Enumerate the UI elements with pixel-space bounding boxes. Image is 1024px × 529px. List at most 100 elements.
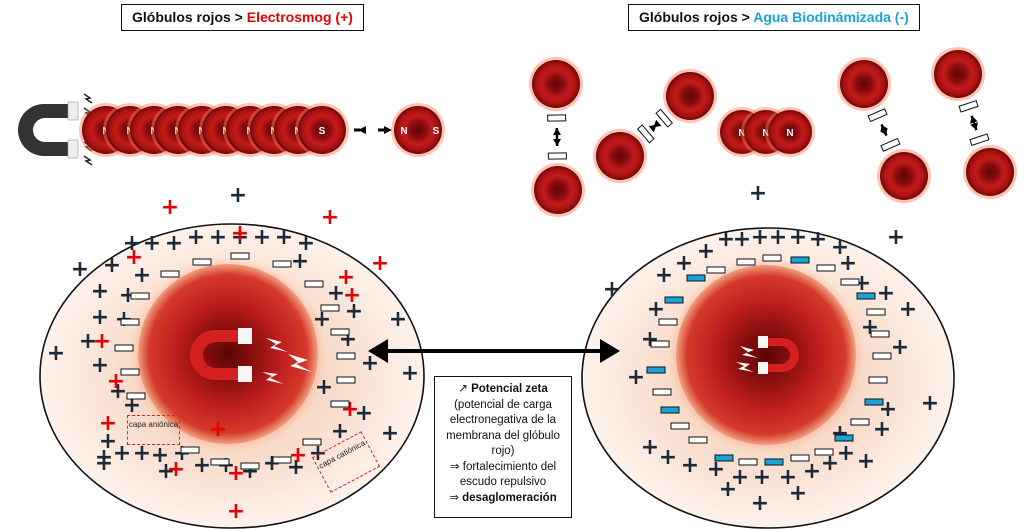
charge-plus: +	[93, 329, 111, 354]
charge-plus: +	[275, 225, 293, 250]
charge-plus: +	[297, 231, 315, 256]
charge-plus: +	[891, 335, 909, 360]
charge-negative	[660, 406, 680, 414]
rbc-lone	[394, 106, 442, 154]
double-arrow-icon	[368, 339, 620, 363]
charge-plus: +	[99, 411, 117, 436]
rbc-dispersed	[596, 132, 644, 180]
charge-negative	[240, 462, 260, 470]
charge-plus: +	[91, 305, 109, 330]
charge-negative	[868, 376, 888, 384]
rbc-dispersed	[880, 152, 928, 200]
magnet-pole	[67, 101, 79, 121]
charge-plus: +	[733, 227, 751, 252]
charge-plus: +	[751, 225, 769, 250]
charge-plus: +	[345, 299, 363, 324]
charge-plus: +	[151, 443, 169, 468]
rbc-chain-pole: N	[198, 126, 205, 137]
charge-negative	[120, 368, 140, 376]
rbc-chain-pole: N	[174, 126, 181, 137]
repulse-arrowhead	[648, 124, 657, 133]
charge-negative	[856, 292, 876, 300]
charge-plus: +	[853, 271, 871, 296]
lightning-icon	[736, 346, 758, 372]
charge-plus: +	[831, 235, 849, 260]
magnet-icon	[758, 336, 799, 374]
charge-negative	[160, 270, 180, 278]
charge-plus: +	[361, 351, 379, 376]
charge-plus: +	[103, 253, 121, 278]
charge-plus: +	[803, 459, 821, 484]
charge-negative	[272, 456, 292, 464]
charge-plus: +	[231, 221, 249, 246]
charge-negative	[866, 308, 886, 316]
rbc-cluster	[768, 110, 812, 154]
charge-negative	[864, 398, 884, 406]
charge-plus: +	[681, 453, 699, 478]
charge-negative	[867, 108, 888, 123]
title-left-prefix: Glóbulos rojos >	[132, 9, 247, 25]
rbc-pole-south: S	[433, 126, 440, 137]
charge-negative	[840, 278, 860, 286]
charge-negative	[320, 304, 340, 312]
charge-plus: +	[309, 441, 327, 466]
charge-negative	[670, 422, 690, 430]
rbc-dispersed	[666, 72, 714, 120]
charge-plus: +	[91, 279, 109, 304]
charge-negative	[547, 114, 567, 122]
charge-negative	[547, 152, 567, 160]
charge-negative	[764, 458, 784, 466]
charge-plus: +	[789, 481, 807, 506]
rbc-dispersed	[534, 166, 582, 214]
charge-plus: +	[229, 183, 247, 208]
charge-plus: +	[91, 353, 109, 378]
charge-negative	[714, 454, 734, 462]
charge-negative	[872, 352, 892, 360]
charge-negative	[969, 133, 990, 146]
charge-negative	[302, 438, 322, 446]
charge-negative	[650, 340, 670, 348]
charge-negative	[114, 344, 134, 352]
charge-negative	[130, 292, 150, 300]
rbc-cluster-pole: N	[786, 128, 793, 139]
charge-plus: +	[779, 465, 797, 490]
charge-plus: +	[79, 329, 97, 354]
charge-plus: +	[157, 459, 175, 484]
charge-plus: +	[371, 251, 389, 276]
label-anionic-layer: capa aniónica	[127, 415, 180, 445]
charge-negative	[958, 100, 979, 113]
charge-plus: +	[99, 429, 117, 454]
rbc-chain	[298, 106, 346, 154]
charge-negative	[736, 258, 756, 266]
magnet-icon	[18, 104, 70, 156]
big-cell-right	[676, 265, 856, 445]
charge-plus: +	[659, 445, 677, 470]
charge-plus: +	[389, 307, 407, 332]
charge-plus: +	[647, 297, 665, 322]
charge-negative	[870, 330, 890, 338]
rbc-chain-pole: N	[126, 126, 133, 137]
rbc-chain-pole: S	[319, 126, 326, 137]
charge-negative	[664, 296, 684, 304]
charge-plus: +	[641, 327, 659, 352]
charge-plus: +	[603, 277, 621, 302]
charge-plus: +	[47, 341, 65, 366]
charge-plus: +	[113, 441, 131, 466]
charge-plus: +	[123, 231, 141, 256]
charge-negative	[272, 260, 292, 268]
charge-plus: +	[327, 281, 345, 306]
big-cell-left	[138, 264, 318, 444]
charge-plus: +	[697, 239, 715, 264]
charge-plus: +	[749, 181, 767, 206]
attract-arrow	[358, 126, 366, 134]
charge-negative	[790, 454, 810, 462]
charge-negative	[646, 366, 666, 374]
charge-negative	[230, 252, 250, 260]
rbc-chain-pole: N	[102, 126, 109, 137]
charge-plus: +	[209, 417, 227, 442]
charge-negative	[210, 458, 230, 466]
charge-plus: +	[809, 227, 827, 252]
title-right-highlight: Agua Biodinámizada (-)	[753, 9, 909, 25]
charge-plus: +	[877, 281, 895, 306]
charge-plus: +	[355, 401, 373, 426]
